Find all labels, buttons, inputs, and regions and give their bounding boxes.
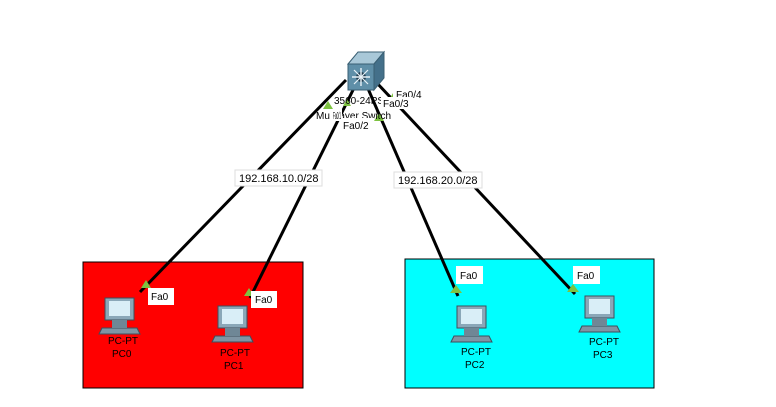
indicator-sw-fa02 (343, 99, 351, 106)
port-label-text: Fa0/3 (383, 99, 409, 110)
pc-type-label: PC-PT (589, 337, 619, 348)
pc-icon (450, 305, 493, 343)
pc-name-label: PC1 (224, 361, 244, 372)
pc-pc2[interactable]: PC-PT PC2 (450, 305, 493, 371)
network-label-text: 192.168.20.0/28 (398, 175, 478, 187)
port-label-fa03: Fa0/3 (381, 97, 412, 110)
indicator-pc3 (567, 284, 579, 292)
network-label-10: 192.168.10.0/28 (234, 169, 323, 187)
pc-name-label: PC3 (593, 350, 613, 361)
network-label-text: 192.168.10.0/28 (239, 173, 319, 185)
port-label-text: Fa0/4 (396, 90, 422, 101)
port-label-pc0: Fa0 (148, 288, 174, 305)
pc-icon (98, 297, 141, 335)
port-label-pc2: Fa0 (456, 266, 483, 284)
port-label-text: Fa0 (460, 271, 478, 282)
indicator-pc2 (450, 285, 462, 293)
port-label-text: Fa0/1 (333, 111, 341, 122)
switch-name-label: Multilayer Switch (316, 111, 391, 122)
pc-type-label: PC-PT (220, 348, 250, 359)
port-label-text: Fa0/2 (343, 121, 369, 132)
pc-type-label: PC-PT (108, 336, 138, 347)
pc-pc1[interactable]: PC-PT PC1 (211, 305, 254, 372)
indicator-pc0 (141, 280, 151, 288)
pc-pc0[interactable]: PC-PT PC0 (98, 297, 141, 360)
port-label-text: Fa0 (577, 271, 595, 282)
multilayer-switch-icon[interactable] (346, 50, 386, 92)
pc-icon (211, 305, 254, 343)
port-label-text: Fa0 (255, 295, 273, 306)
indicator-sw-fa01 (323, 101, 333, 109)
port-label-pc1: Fa0 (251, 291, 277, 308)
port-label-pc3: Fa0 (573, 266, 600, 284)
pc-pc3[interactable]: PC-PT PC3 (578, 295, 621, 361)
port-label-text: Fa0 (151, 292, 169, 303)
indicator-sw-fa03 (374, 113, 384, 121)
port-label-fa02: Fa0/2 (340, 118, 374, 132)
switch-model-label: 3560-24PS (334, 96, 384, 107)
vlan-zone-right (404, 258, 655, 389)
pc-icon (578, 295, 621, 333)
network-label-20: 192.168.20.0/28 (393, 171, 483, 189)
port-label-fa01: Fa0/1 (330, 109, 342, 122)
pc-name-label: PC0 (112, 349, 132, 360)
pc-type-label: PC-PT (461, 347, 491, 358)
pc-name-label: PC2 (465, 360, 485, 371)
